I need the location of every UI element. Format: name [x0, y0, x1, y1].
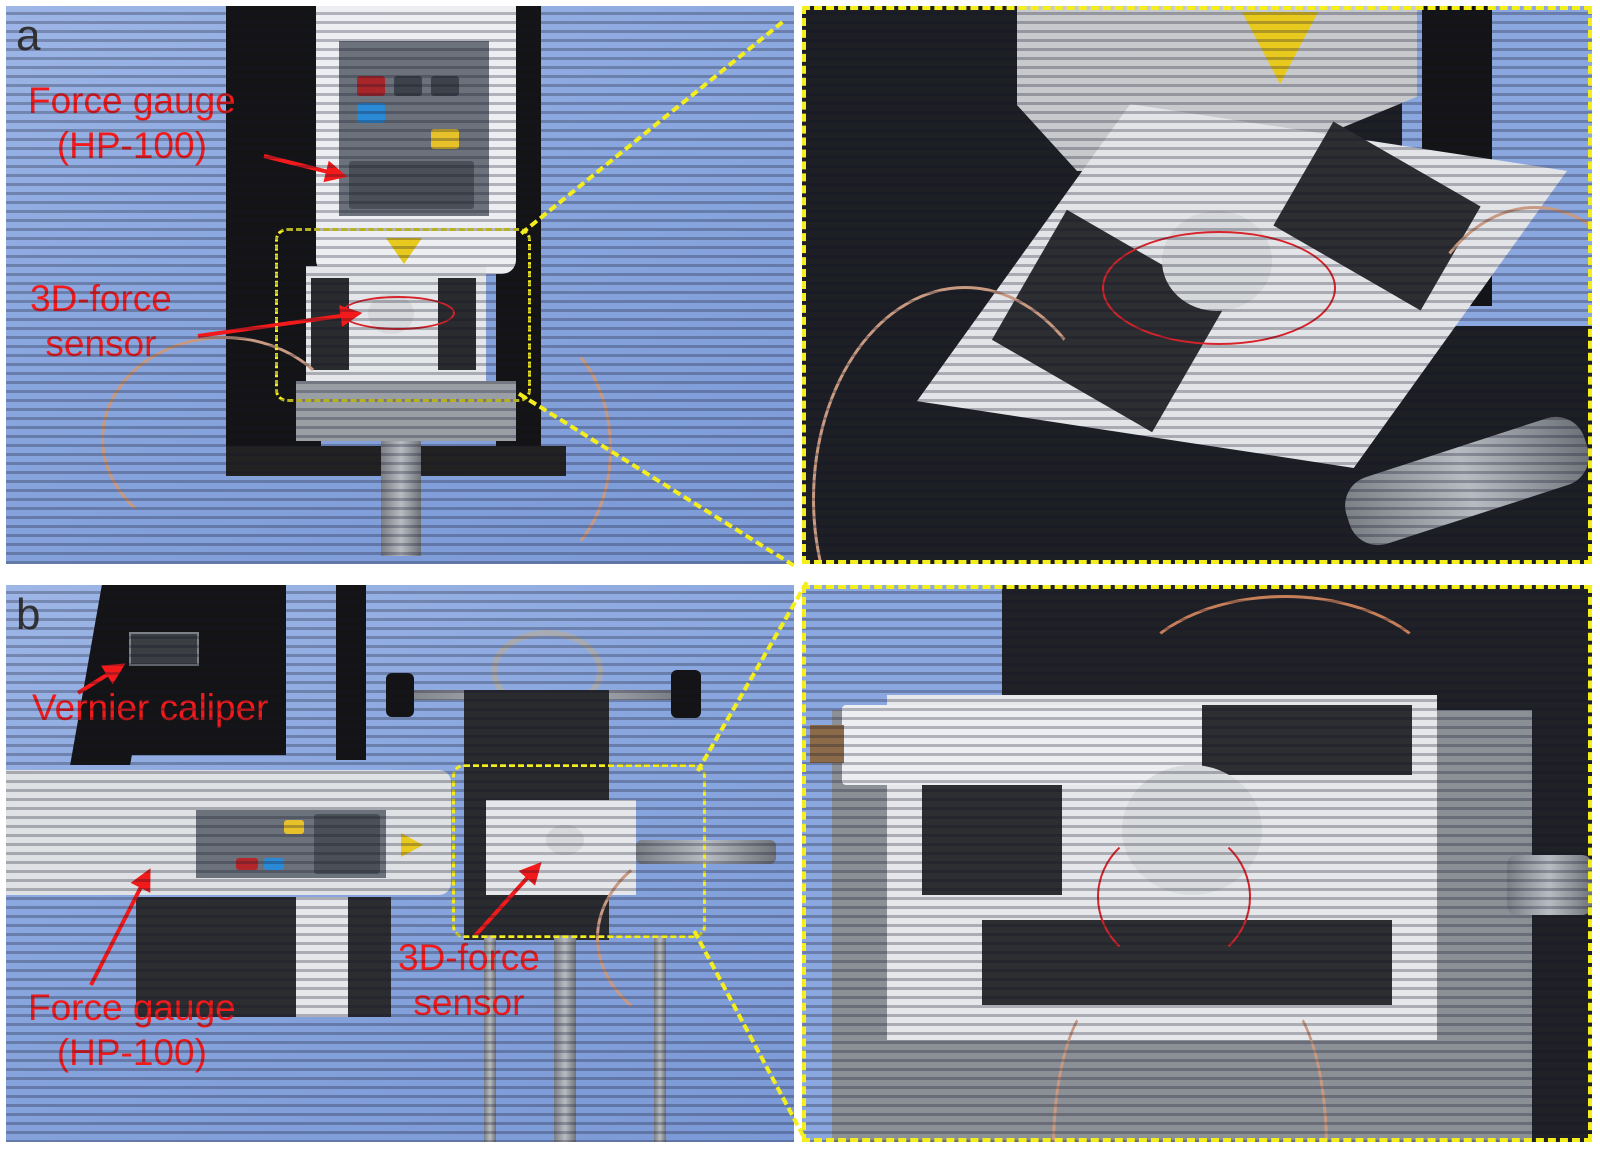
- lcd-display: [349, 161, 474, 209]
- annotation-line: 3D-force: [398, 937, 540, 978]
- tape-left: [922, 785, 1062, 895]
- cable: [436, 326, 612, 564]
- base-plate: [136, 897, 391, 1017]
- annotation-line: 3D-force: [30, 278, 172, 319]
- key-yellow: [284, 820, 304, 834]
- annotation-force-gauge: Force gauge (HP-100): [28, 78, 236, 168]
- cable: [596, 835, 794, 1041]
- sensor-dome: [546, 825, 584, 855]
- warning-triangle-icon: [401, 833, 423, 857]
- warning-triangle-icon: [1242, 12, 1318, 84]
- guide-rail: [484, 935, 496, 1142]
- caliper-display: [129, 632, 199, 666]
- annotation-line: Force gauge: [28, 80, 236, 121]
- force-gauge-keypad: [196, 810, 386, 878]
- annotation-line: (HP-100): [56, 1032, 207, 1074]
- key-dark: [431, 76, 459, 96]
- cable: [101, 336, 347, 542]
- annotation-line: (HP-100): [56, 125, 207, 167]
- warning-triangle-icon: [386, 238, 422, 264]
- micrometer-shaft: [1507, 855, 1592, 915]
- zoom-frame-a: [802, 6, 1592, 564]
- base-plate-edge: [296, 897, 348, 1017]
- lcd-display: [314, 814, 380, 874]
- annotation-line: Force gauge: [28, 987, 236, 1028]
- panel-b-zoom-photo: [802, 585, 1592, 1142]
- guide-rail: [554, 935, 576, 1142]
- annotation-sensor: 3D-force sensor: [398, 935, 540, 1025]
- annotation-force-gauge: Force gauge (HP-100): [28, 985, 236, 1075]
- panel-label-b: b: [16, 590, 41, 639]
- knob-right: [671, 670, 701, 718]
- zoom-region-b: [452, 764, 706, 938]
- sensor-wire: [1102, 231, 1336, 345]
- threaded-rod: [810, 725, 844, 763]
- annotation-sensor: 3D-force sensor: [30, 276, 172, 366]
- annotation-line: sensor: [413, 982, 525, 1024]
- panel-label-a: a: [16, 11, 41, 60]
- knob-left: [386, 673, 414, 717]
- cable: [1122, 595, 1448, 801]
- stand-column: [336, 585, 366, 760]
- annotation-vernier-caliper: Vernier caliper: [32, 685, 269, 730]
- key-red: [236, 858, 258, 870]
- panel-a-zoom-photo: [802, 6, 1592, 564]
- annotation-line: Vernier caliper: [32, 687, 269, 728]
- key-yellow: [431, 129, 459, 149]
- stand-column: [121, 585, 286, 755]
- key-red: [357, 76, 385, 96]
- panel-b-photo: b Vernier caliper Force gauge (HP-100) 3…: [6, 585, 794, 1142]
- zoom-frame-b: [802, 585, 1592, 1142]
- zoom-region-a: [275, 228, 531, 402]
- force-gauge-keypad: [339, 41, 489, 216]
- panel-a-photo: a Force gauge (HP-100) 3D-force sensor: [6, 6, 794, 564]
- key-blue: [357, 103, 385, 123]
- annotation-line: sensor: [45, 323, 157, 365]
- sensor-wire: [1097, 825, 1251, 969]
- key-blue: [264, 858, 284, 870]
- key-dark: [394, 76, 422, 96]
